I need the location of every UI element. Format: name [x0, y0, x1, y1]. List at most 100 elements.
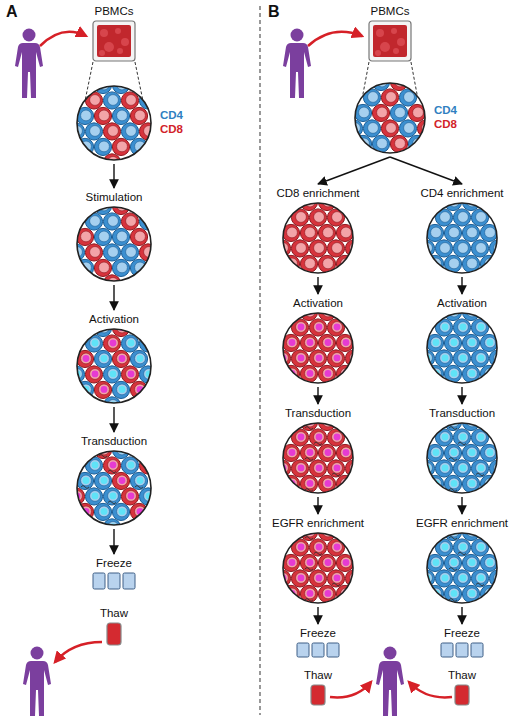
- process-arrow: [461, 497, 462, 514]
- vector-particle: [476, 583, 484, 586]
- step-label: Activation: [76, 312, 152, 326]
- cd4-cell: [462, 554, 479, 571]
- activation-mark: [298, 575, 305, 582]
- cd4-cell: [453, 539, 470, 556]
- activation-mark: [298, 544, 305, 551]
- infusion-arrow: [409, 682, 452, 697]
- cell-nucleus: [359, 107, 370, 118]
- cd4-cell: [453, 240, 470, 257]
- cell-nucleus: [467, 557, 478, 568]
- activation-mark: [469, 480, 476, 487]
- activation-mark: [128, 371, 135, 378]
- cd4-cell: [94, 228, 111, 245]
- cd4-cell: [453, 319, 470, 336]
- activation-mark: [92, 340, 99, 347]
- cell-nucleus: [323, 227, 334, 238]
- activation-mark: [325, 449, 332, 456]
- cd4-cell: [85, 488, 102, 505]
- activation-mark: [460, 355, 467, 362]
- activation-mark: [101, 508, 108, 515]
- thawed-bag: Thaw: [97, 606, 131, 646]
- cell-nucleus: [99, 506, 110, 517]
- cryo-vial: [93, 573, 105, 589]
- activation-mark: [451, 339, 458, 346]
- cd4-cell: [435, 570, 452, 587]
- cell-nucleus: [341, 557, 352, 568]
- cd8-cell: [309, 209, 326, 226]
- cell-nucleus: [117, 231, 128, 242]
- activation-mark: [92, 371, 99, 378]
- cell-nucleus: [467, 368, 478, 379]
- cell-nucleus: [332, 322, 343, 333]
- node-shape: [368, 20, 412, 62]
- blood-texture: [100, 29, 108, 37]
- activation-mark: [110, 371, 117, 378]
- cd4-cell: [67, 123, 84, 140]
- activation-mark: [119, 355, 126, 362]
- collection-arrow: [40, 32, 86, 46]
- cd4-cell: [85, 335, 102, 352]
- cd8-cell: [372, 104, 389, 121]
- cell-nucleus: [467, 478, 478, 489]
- population-circle-border: [283, 203, 353, 273]
- activation-mark: [478, 465, 485, 472]
- cd4-cell: [85, 123, 102, 140]
- cryo-vial: [471, 643, 483, 657]
- cd8-cell: [336, 365, 353, 382]
- cell-nucleus: [314, 243, 325, 254]
- node-shape: [439, 642, 485, 658]
- cell-nucleus: [359, 138, 370, 149]
- cell-nucleus: [332, 212, 343, 223]
- blood-texture: [380, 42, 390, 52]
- activation-mark: [478, 324, 485, 331]
- cell-nucleus: [305, 258, 316, 269]
- cd4-cell: [426, 475, 443, 492]
- cd8-cell: [282, 365, 299, 382]
- infusion-arrow: [330, 682, 371, 697]
- cell-nucleus: [117, 141, 128, 152]
- cd4-cell: [471, 570, 488, 587]
- blood-fill: [97, 25, 131, 57]
- process-arrow: [113, 285, 114, 310]
- cell-nucleus: [431, 368, 442, 379]
- cd8-cell: [112, 350, 129, 367]
- cd8-cell: [282, 255, 299, 272]
- cell-nucleus: [117, 353, 128, 364]
- cryo-vial: [297, 643, 309, 657]
- cell-nucleus: [314, 463, 325, 474]
- cell-nucleus: [287, 557, 298, 568]
- vector-particle: [332, 473, 340, 476]
- step-label: Transduction: [282, 406, 354, 420]
- process-arrow: [461, 277, 462, 294]
- node-shape: [91, 572, 137, 590]
- cd8-cell: [390, 73, 407, 90]
- activation-mark: [442, 575, 449, 582]
- population-circle-fill: [283, 533, 353, 603]
- activation-mark: [433, 339, 440, 346]
- population-circle-border: [77, 207, 151, 281]
- cell-nucleus: [90, 338, 101, 349]
- cd4-cell: [94, 138, 111, 155]
- cell-nucleus: [90, 460, 101, 471]
- activation-mark: [442, 544, 449, 551]
- vector-particle: [305, 567, 313, 570]
- cell-nucleus: [117, 384, 128, 395]
- cd8-cell: [309, 319, 326, 336]
- activation-mark: [307, 480, 314, 487]
- cell-nucleus: [449, 588, 460, 599]
- cd4-cell: [112, 228, 129, 245]
- cd4-cell: [103, 244, 120, 261]
- population-circle-border: [355, 83, 425, 153]
- cd4-cell: [471, 350, 488, 367]
- activation-mark: [469, 370, 476, 377]
- cell-nucleus: [431, 478, 442, 489]
- cell-population: EGFR enrichment: [413, 516, 511, 604]
- population-circle-fill: [283, 203, 353, 273]
- node-shape: [282, 312, 354, 384]
- step-label: Thaw: [301, 668, 335, 682]
- cd4-cell: [94, 350, 111, 367]
- activation-mark: [298, 465, 305, 472]
- vector-particle: [314, 442, 322, 445]
- activation-mark: [325, 370, 332, 377]
- cd8-cell: [282, 475, 299, 492]
